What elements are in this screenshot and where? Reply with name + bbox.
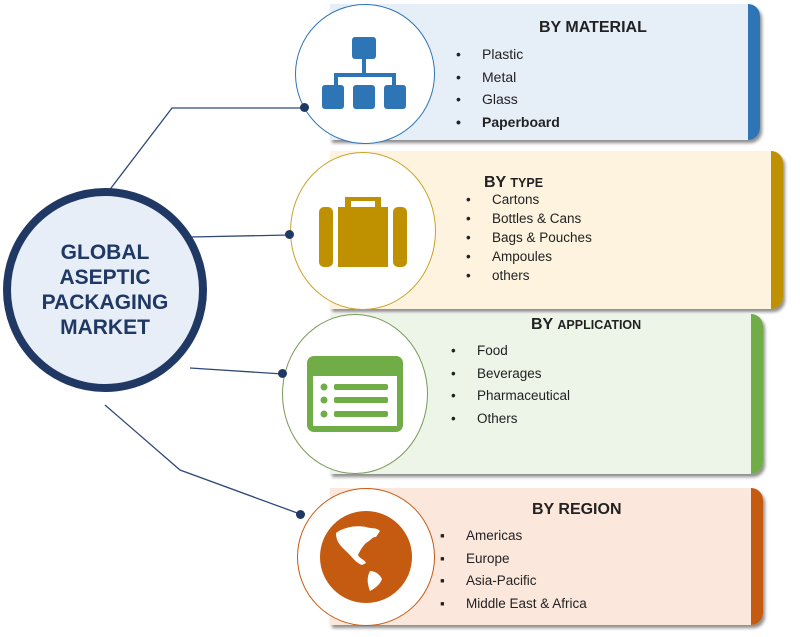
list-window-icon <box>307 356 403 432</box>
segment-application-title: BY APPLICATION <box>531 316 642 333</box>
list-item: Asia-Pacific <box>440 570 587 593</box>
list-item: Ampoules <box>466 247 592 266</box>
application-list: Food Beverages Pharmaceutical Others <box>451 340 570 430</box>
center-hub: GLOBAL ASEPTIC PACKAGING MARKET <box>3 188 207 392</box>
list-item: Beverages <box>451 363 570 386</box>
list-item: Middle East & Africa <box>440 593 587 616</box>
list-item: Bags & Pouches <box>466 228 592 247</box>
region-list: Americas Europe Asia-Pacific Middle East… <box>440 525 587 615</box>
segment-application-circle <box>282 314 428 474</box>
list-item: Americas <box>440 525 587 548</box>
connector-dot <box>278 369 287 378</box>
hierarchy-icon <box>322 37 406 109</box>
list-item: Glass <box>456 88 560 111</box>
list-item: Food <box>451 340 570 363</box>
segment-type-title: BY TYPE <box>484 174 544 191</box>
connector-dot <box>285 230 294 239</box>
list-item: Others <box>451 408 570 431</box>
list-item: Europe <box>440 548 587 571</box>
list-item: Pharmaceutical <box>451 385 570 408</box>
material-list: Plastic Metal Glass Paperboard <box>456 43 560 133</box>
segment-material-title: BY MATERIAL <box>539 19 647 36</box>
connector-dot <box>300 103 309 112</box>
connector-dot <box>296 510 305 519</box>
list-item: Metal <box>456 66 560 89</box>
list-item: Cartons <box>466 190 592 209</box>
list-item: others <box>466 266 592 285</box>
segment-region-title: BY REGION <box>532 501 622 518</box>
segment-type-circle <box>290 152 436 310</box>
globe-icon <box>320 511 412 603</box>
list-item: Paperboard <box>456 111 560 134</box>
segment-region-circle <box>297 488 435 626</box>
list-item: Bottles & Cans <box>466 209 592 228</box>
hub-title: GLOBAL ASEPTIC PACKAGING MARKET <box>41 241 169 339</box>
list-item: Plastic <box>456 43 560 66</box>
briefcase-icon <box>319 197 407 267</box>
type-list: Cartons Bottles & Cans Bags & Pouches Am… <box>466 190 592 285</box>
segment-material-circle <box>295 4 435 144</box>
